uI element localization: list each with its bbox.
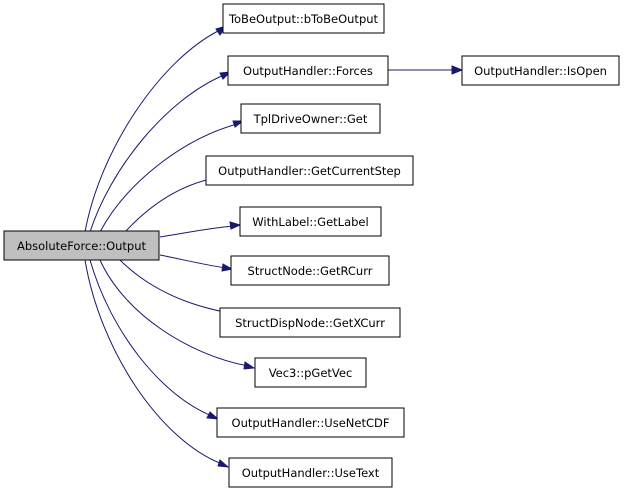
edge-root-to-getlabel [159,221,242,238]
edge-root-to-usetext [84,259,230,468]
node-label: ToBeOutput::bToBeOutput [228,12,379,26]
node-root-label: AbsoluteForce::Output [17,239,147,253]
node-label: StructNode::GetRCurr [248,264,373,278]
node-outputhandler-forces[interactable]: OutputHandler::Forces [227,55,389,86]
node-label: OutputHandler::Forces [243,64,373,78]
node-label: OutputHandler::GetCurrentStep [218,164,401,178]
edge-root-to-pgetvec [99,259,256,370]
edge-forces-to-isopen [388,65,464,75]
node-outputhandler-isopen[interactable]: OutputHandler::IsOpen [461,55,620,86]
node-tpldriveowner-get[interactable]: TplDriveOwner::Get [240,103,381,134]
node-label: Vec3::pGetVec [269,366,353,380]
node-outputhandler-getcurrentstep[interactable]: OutputHandler::GetCurrentStep [205,155,414,186]
edge-root-to-forces [89,71,232,233]
edge-root-to-getxcurr [119,259,238,317]
node-structdispnode-getxcurr[interactable]: StructDispNode::GetXCurr [219,307,401,338]
node-outputhandler-usetext[interactable]: OutputHandler::UseText [228,457,393,488]
node-label: OutputHandler::IsOpen [474,64,607,78]
node-outputhandler-usenetcdf[interactable]: OutputHandler::UseNetCDF [216,407,405,438]
node-label: OutputHandler::UseText [242,466,380,480]
node-vec3-pgetvec[interactable]: Vec3::pGetVec [254,357,367,388]
node-label: OutputHandler::UseNetCDF [232,416,390,430]
node-root[interactable]: AbsoluteForce::Output [3,230,160,261]
node-tobeoutput-btobeoutput[interactable]: ToBeOutput::bToBeOutput [222,3,385,34]
node-label: TplDriveOwner::Get [253,112,368,126]
node-label: StructDispNode::GetXCurr [235,316,385,330]
node-withlabel-getlabel[interactable]: WithLabel::GetLabel [239,206,382,237]
node-structnode-getrcurr[interactable]: StructNode::GetRCurr [230,255,390,286]
edge-root-to-usenetcdf [89,259,220,420]
node-label: WithLabel::GetLabel [252,215,368,229]
edge-root-to-getrcurr [159,254,234,272]
edge-root-to-bToBeOutput [84,25,228,233]
